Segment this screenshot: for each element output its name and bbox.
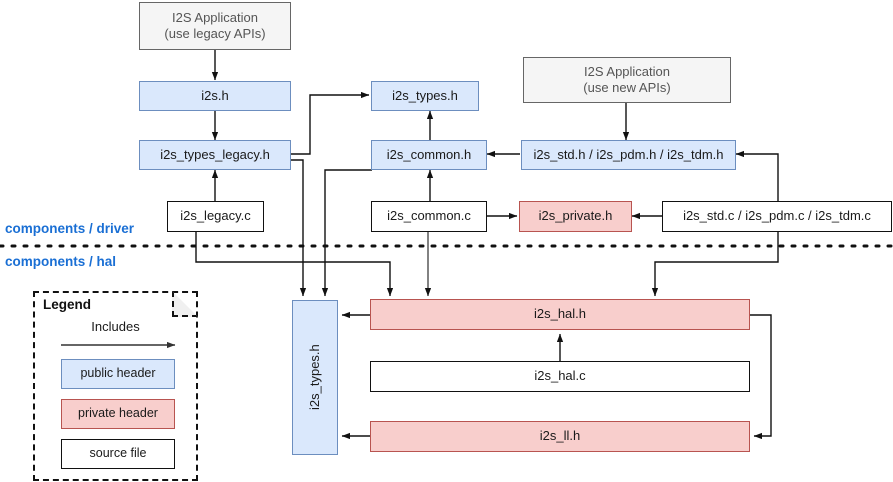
node-i2s-hal-h[interactable]: i2s_hal.h bbox=[370, 299, 750, 330]
node-i2s-hal-h-label: i2s_hal.h bbox=[533, 306, 587, 322]
app-new-line2: (use new APIs) bbox=[583, 80, 671, 95]
node-i2s-types-h-hal[interactable]: i2s_types.h bbox=[292, 300, 338, 455]
node-i2s-std-h[interactable]: i2s_std.h / i2s_pdm.h / i2s_tdm.h bbox=[521, 140, 736, 170]
edge-legacy-c-to-hal-h bbox=[195, 232, 394, 297]
node-i2s-std-c-label: i2s_std.c / i2s_pdm.c / i2s_tdm.c bbox=[683, 208, 871, 224]
legend-title: Legend bbox=[43, 297, 92, 312]
node-i2s-common-h[interactable]: i2s_common.h bbox=[371, 140, 487, 170]
zone-label-hal: components / hal bbox=[5, 254, 117, 269]
legend-swatch-public-header: public header bbox=[61, 359, 175, 389]
legend-arrow-icon bbox=[61, 341, 176, 349]
zone-label-driver: components / driver bbox=[5, 221, 135, 236]
legend-label-public-header: public header bbox=[80, 366, 156, 381]
edge-types-legacy-to-types-top bbox=[291, 91, 370, 155]
edge-std-c-to-hal-h bbox=[651, 232, 779, 297]
node-i2s-types-legacy-h-label: i2s_types_legacy.h bbox=[160, 146, 270, 162]
node-i2s-ll-h[interactable]: i2s_ll.h bbox=[370, 421, 750, 452]
node-i2s-types-h-top-label: i2s_types.h bbox=[392, 87, 458, 103]
legend-swatch-private-header: private header bbox=[61, 399, 175, 429]
app-legacy-line1: I2S Application bbox=[171, 9, 258, 25]
node-i2s-common-c-label: i2s_common.c bbox=[387, 208, 471, 224]
edge-hal-h-to-ll-h bbox=[750, 314, 772, 440]
node-i2s-h-label: i2s.h bbox=[201, 87, 229, 103]
legend-swatch-source-file: source file bbox=[61, 439, 175, 469]
node-i2s-hal-c[interactable]: i2s_hal.c bbox=[370, 361, 750, 392]
node-i2s-hal-c-label: i2s_hal.c bbox=[534, 368, 586, 384]
edge-std-c-to-std-h bbox=[735, 150, 779, 202]
node-app-new[interactable]: I2S Application (use new APIs) bbox=[523, 57, 731, 103]
node-i2s-ll-h-label: i2s_ll.h bbox=[539, 428, 581, 444]
legend-fold-corner bbox=[172, 291, 198, 317]
node-i2s-private-h[interactable]: i2s_private.h bbox=[519, 201, 632, 232]
node-i2s-h[interactable]: i2s.h bbox=[139, 81, 291, 111]
node-app-legacy[interactable]: I2S Application (use legacy APIs) bbox=[139, 2, 291, 50]
legend-label-source-file: source file bbox=[89, 446, 147, 461]
node-i2s-types-h-hal-label: i2s_types.h bbox=[306, 344, 322, 411]
node-i2s-types-legacy-h[interactable]: i2s_types_legacy.h bbox=[139, 140, 291, 170]
edge-common-h-to-types-hal bbox=[321, 169, 372, 297]
edge-types-legacy-to-types-hal bbox=[291, 159, 307, 297]
node-i2s-common-c[interactable]: i2s_common.c bbox=[371, 201, 487, 232]
legend-label-private-header: private header bbox=[78, 406, 158, 421]
node-i2s-common-h-label: i2s_common.h bbox=[386, 146, 472, 162]
node-i2s-std-h-label: i2s_std.h / i2s_pdm.h / i2s_tdm.h bbox=[533, 146, 724, 162]
node-i2s-legacy-c-label: i2s_legacy.c bbox=[180, 208, 251, 224]
legend-includes-label: Includes bbox=[91, 319, 140, 334]
node-i2s-legacy-c[interactable]: i2s_legacy.c bbox=[167, 201, 264, 232]
app-legacy-line2: (use legacy APIs) bbox=[164, 26, 266, 41]
app-new-line1: I2S Application bbox=[583, 63, 670, 79]
node-i2s-private-h-label: i2s_private.h bbox=[538, 208, 613, 224]
node-i2s-types-h-top[interactable]: i2s_types.h bbox=[371, 81, 479, 111]
legend-box: Legend Includes public header private he… bbox=[33, 291, 198, 481]
node-i2s-std-c[interactable]: i2s_std.c / i2s_pdm.c / i2s_tdm.c bbox=[662, 201, 892, 232]
